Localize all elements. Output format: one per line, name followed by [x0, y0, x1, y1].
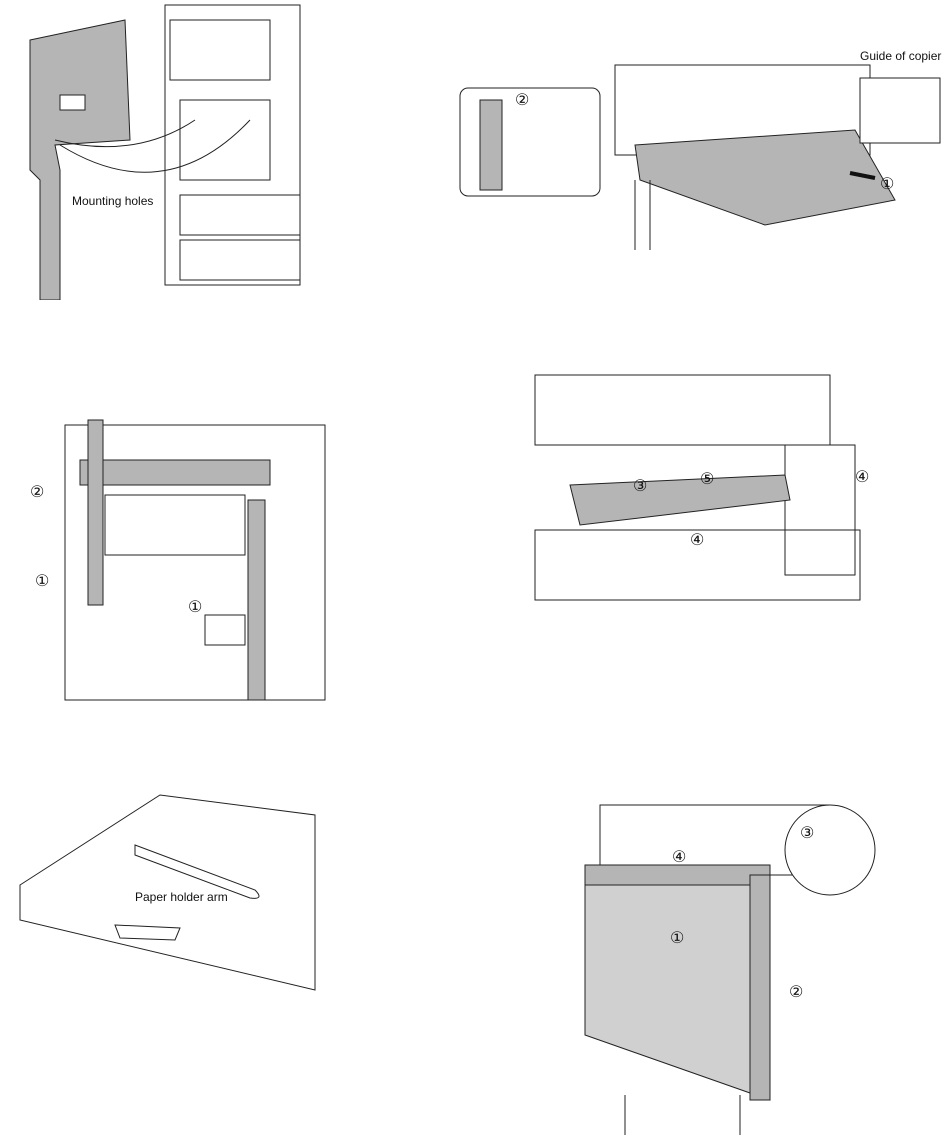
- step-4: ④: [855, 469, 870, 486]
- figure-tray-open: ③ ⑤ ④ ④: [530, 370, 890, 605]
- step-1: ①: [188, 599, 203, 616]
- step-2: ②: [30, 484, 45, 501]
- step-1: ①: [670, 930, 685, 947]
- guide-of-copier-label: Guide of copier: [860, 49, 942, 63]
- step-1: ①: [35, 573, 50, 590]
- figure-paper-holder-arm: Paper holder arm: [15, 790, 325, 995]
- step-4: ④: [672, 849, 687, 866]
- step-3: ③: [633, 478, 648, 495]
- step-2: ②: [515, 92, 530, 109]
- illustration-rail-mounting: [64, 419, 326, 701]
- illustration-copier-guide: [459, 64, 941, 250]
- step-1: ①: [880, 176, 895, 193]
- figure-cover-install: ④ ③ ① ②: [555, 795, 885, 1135]
- illustration-tray: [534, 374, 861, 601]
- figure-rail-screws: ② ① ①: [30, 405, 330, 705]
- figure-mounting-holes: Mounting holes: [15, 0, 305, 300]
- paper-holder-arm-label: Paper holder arm: [135, 890, 228, 904]
- illustration-cover: [584, 804, 876, 1135]
- mounting-holes-label: Mounting holes: [72, 194, 154, 208]
- step-5: ⑤: [700, 471, 715, 488]
- step-4: ④: [690, 532, 705, 549]
- figure-guide-of-copier: Guide of copier ② ①: [455, 40, 949, 255]
- step-2: ②: [789, 984, 804, 1001]
- step-3: ③: [800, 825, 815, 842]
- illustration-rail-and-copier: [29, 4, 301, 300]
